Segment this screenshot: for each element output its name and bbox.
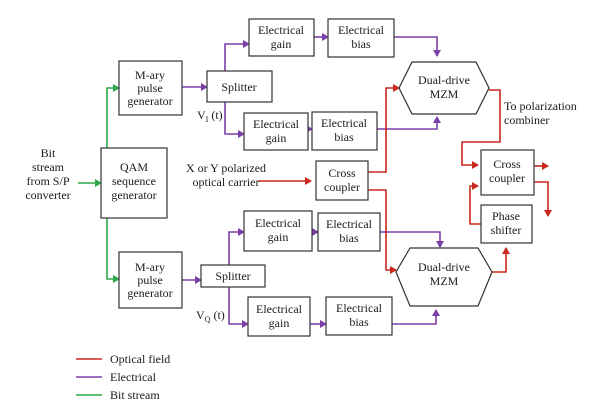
cross-coupler-right: Cross coupler bbox=[480, 149, 535, 196]
vq-label: VQ (t) bbox=[196, 308, 225, 324]
gain-1-line-1: Electrical bbox=[258, 23, 305, 37]
cross-coupler-right-line-2: coupler bbox=[489, 171, 525, 185]
dual-drive-mzm-lower: Dual-drive MZM bbox=[395, 247, 493, 307]
bias-4-line-1: Electrical bbox=[336, 301, 383, 315]
input-label-line-1: Bit bbox=[41, 146, 56, 160]
splitter-upper: Splitter bbox=[206, 70, 273, 103]
cross-coupler-left: Cross coupler bbox=[315, 160, 369, 201]
input-label-line-4: converter bbox=[25, 188, 70, 202]
bias-1-line-2: bias bbox=[351, 37, 371, 51]
mary-lower-line-1: M-ary bbox=[135, 260, 165, 274]
qam-line-1: QAM bbox=[120, 160, 148, 174]
electrical-bias-4: Electrical bias bbox=[325, 296, 393, 336]
phase-shifter-line-2: shifter bbox=[491, 223, 522, 237]
electrical-gain-4: Electrical gain bbox=[247, 296, 311, 337]
mzm-upper-line-1: Dual-drive bbox=[418, 73, 470, 87]
bias-1-line-1: Electrical bbox=[338, 23, 385, 37]
input-label-line-2: stream bbox=[32, 160, 65, 174]
mary-upper-line-3: generator bbox=[127, 94, 172, 108]
splitter-upper-label: Splitter bbox=[221, 80, 256, 94]
output-label: To polarization combiner bbox=[504, 99, 577, 127]
input-label: Bit stream from S/P converter bbox=[25, 146, 70, 202]
mary-pulse-generator-upper: M-ary pulse generator bbox=[118, 60, 183, 116]
electrical-gain-1: Electrical gain bbox=[248, 18, 315, 57]
legend-bitstream-label: Bit stream bbox=[110, 388, 160, 402]
electrical-wires bbox=[182, 33, 444, 328]
legend: Optical field Electrical Bit stream bbox=[76, 352, 170, 402]
qam-line-2: sequence bbox=[112, 174, 156, 188]
phase-shifter-line-1: Phase bbox=[492, 209, 520, 223]
bitstream-wires bbox=[78, 84, 120, 283]
carrier-label-line-2: optical carrier bbox=[193, 175, 260, 189]
dual-drive-mzm-upper: Dual-drive MZM bbox=[398, 61, 490, 115]
splitter-lower-label: Splitter bbox=[215, 269, 250, 283]
mary-upper-line-2: pulse bbox=[137, 81, 162, 95]
bias-3-line-1: Electrical bbox=[326, 217, 373, 231]
carrier-label-line-1: X or Y polarized bbox=[186, 161, 266, 175]
mzm-lower-line-2: MZM bbox=[430, 274, 459, 288]
mary-pulse-generator-lower: M-ary pulse generator bbox=[118, 251, 183, 309]
vi-label: VI (t) bbox=[197, 108, 223, 124]
mary-upper-line-1: M-ary bbox=[135, 68, 165, 82]
phase-shifter: Phase shifter bbox=[480, 204, 533, 244]
electrical-gain-3: Electrical gain bbox=[243, 210, 313, 252]
optical-wires bbox=[258, 84, 552, 274]
carrier-label: X or Y polarized optical carrier bbox=[186, 161, 266, 189]
qam-line-3: generator bbox=[111, 188, 156, 202]
gain-2-line-2: gain bbox=[266, 131, 287, 145]
gain-1-line-2: gain bbox=[271, 37, 292, 51]
cross-coupler-left-line-1: Cross bbox=[328, 166, 356, 180]
bias-4-line-2: bias bbox=[349, 315, 369, 329]
legend-electrical-label: Electrical bbox=[110, 370, 157, 384]
bias-2-line-1: Electrical bbox=[321, 116, 368, 130]
gain-2-line-1: Electrical bbox=[253, 117, 300, 131]
qam-sequence-generator: QAM sequence generator bbox=[100, 147, 168, 219]
output-label-line-2: combiner bbox=[504, 113, 549, 127]
mzm-upper-line-2: MZM bbox=[430, 87, 459, 101]
mary-lower-line-2: pulse bbox=[137, 273, 162, 287]
gain-4-line-2: gain bbox=[269, 316, 290, 330]
output-label-line-1: To polarization bbox=[504, 99, 577, 113]
electrical-bias-3: Electrical bias bbox=[317, 212, 381, 252]
cross-coupler-left-line-2: coupler bbox=[324, 180, 360, 194]
cross-coupler-right-line-1: Cross bbox=[493, 157, 521, 171]
gain-3-line-1: Electrical bbox=[255, 216, 302, 230]
bias-3-line-2: bias bbox=[339, 231, 359, 245]
bias-2-line-2: bias bbox=[334, 130, 354, 144]
electrical-gain-2: Electrical gain bbox=[243, 112, 309, 151]
mzm-lower-line-1: Dual-drive bbox=[418, 260, 470, 274]
gain-4-line-1: Electrical bbox=[256, 302, 303, 316]
electrical-bias-1: Electrical bias bbox=[327, 18, 395, 58]
splitter-lower: Splitter bbox=[200, 264, 266, 288]
mary-lower-line-3: generator bbox=[127, 286, 172, 300]
gain-3-line-2: gain bbox=[268, 230, 289, 244]
legend-optical-label: Optical field bbox=[110, 352, 170, 366]
input-label-line-3: from S/P bbox=[26, 174, 69, 188]
electrical-bias-2: Electrical bias bbox=[311, 111, 378, 151]
